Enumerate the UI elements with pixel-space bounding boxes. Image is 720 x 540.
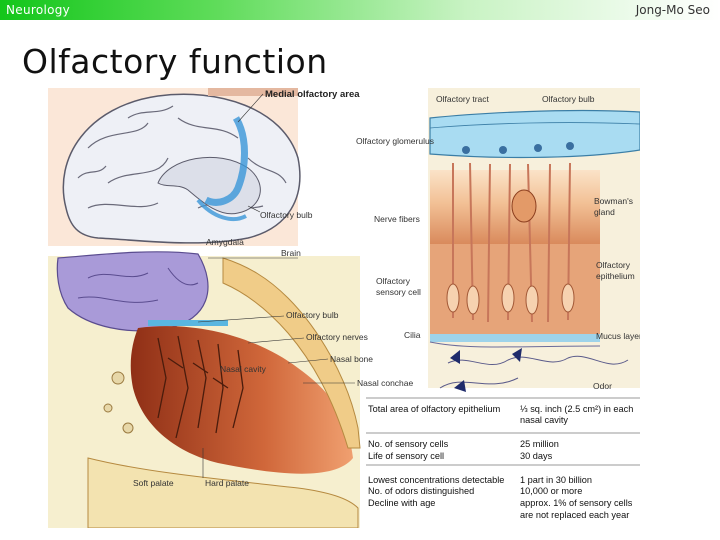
nasal-conchae-label: Nasal conchae: [357, 378, 414, 388]
nasal-cavity-illustration: [48, 251, 361, 528]
mucus-layer-label: Mucus layer: [596, 331, 640, 341]
author-label: Jong-Mo Seo: [635, 3, 710, 17]
facts-table: Total area of olfactory epithelium ⅓ sq.…: [366, 397, 640, 520]
fact-label: No. of odors distinguished: [368, 486, 474, 496]
nasal-bone-label: Nasal bone: [330, 354, 373, 364]
sensory-cell-label-line2: sensory cell: [376, 287, 421, 297]
brain-olfactory-bulb-label: Olfactory bulb: [260, 210, 313, 220]
olfactory-anatomy-figure: Medial olfactory area Olfactory bulb Amy…: [48, 88, 640, 528]
bowmans-label-line2: gland: [594, 207, 615, 217]
fact-value: are not replaced each year: [520, 510, 629, 520]
brain-label: Brain: [281, 248, 301, 258]
fact-value: 1 part in 30 billion: [520, 475, 592, 485]
fact-label: No. of sensory cells: [368, 439, 449, 449]
hard-palate-label: Hard palate: [205, 478, 249, 488]
amygdala-label: Amygdala: [206, 237, 244, 247]
cilia-label: Cilia: [404, 330, 421, 340]
fact-label: Decline with age: [368, 498, 435, 508]
fact-value: 10,000 or more: [520, 486, 582, 496]
olfactory-epithelium-illustration: [428, 88, 640, 392]
nasal-cavity-label: Nasal cavity: [220, 364, 267, 374]
olfactory-glomerulus-label: Olfactory glomerulus: [356, 136, 434, 146]
fact-value: 25 million: [520, 439, 559, 449]
fact-value: ⅓ sq. inch (2.5 cm²) in each: [520, 404, 633, 414]
olfactory-nerves-label: Olfactory nerves: [306, 332, 368, 342]
epithelium-olfactory-bulb-label: Olfactory bulb: [542, 94, 595, 104]
bowmans-label-line1: Bowman's: [594, 196, 633, 206]
fact-value: 30 days: [520, 451, 553, 461]
nose-olfactory-bulb-label: Olfactory bulb: [286, 310, 339, 320]
olfactory-tract-label: Olfactory tract: [436, 94, 490, 104]
section-label: Neurology: [6, 3, 71, 17]
nerve-fibers-label: Nerve fibers: [374, 214, 420, 224]
header-bar: Neurology Jong-Mo Seo: [0, 0, 720, 20]
odor-label: Odor: [593, 381, 612, 391]
fact-label: Lowest concentrations detectable: [368, 475, 504, 485]
fact-value: approx. 1% of sensory cells: [520, 498, 633, 508]
epithelium-label-line1: Olfactory: [596, 260, 631, 270]
fact-value: nasal cavity: [520, 415, 568, 425]
brain-illustration: [48, 88, 301, 246]
sensory-cell-label-line1: Olfactory: [376, 276, 411, 286]
soft-palate-label: Soft palate: [133, 478, 174, 488]
fact-label: Life of sensory cell: [368, 451, 444, 461]
slide-title: Olfactory function: [22, 42, 328, 81]
fact-label: Total area of olfactory epithelium: [368, 404, 501, 414]
epithelium-label-line2: epithelium: [596, 271, 635, 281]
medial-olfactory-area-label: Medial olfactory area: [265, 89, 360, 100]
